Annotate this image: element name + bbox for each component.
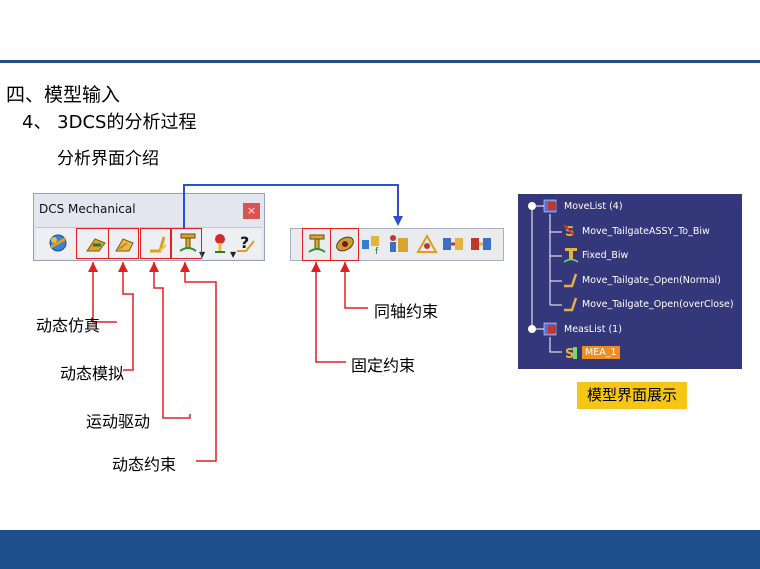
highlight-box bbox=[108, 228, 139, 259]
dynamic-constraint-icon[interactable] bbox=[176, 231, 200, 255]
highlight-box bbox=[140, 228, 171, 259]
callout-dynamic-constraint: 动态约束 bbox=[112, 455, 177, 474]
highlight-box bbox=[330, 228, 359, 261]
model-tree-panel: MoveList (4) S Move_TailgateASSY_To_Biw … bbox=[518, 194, 742, 369]
tree-item-label[interactable]: Move_TailgateASSY_To_Biw bbox=[582, 226, 710, 237]
callout-motion-drive: 运动驱动 bbox=[86, 412, 151, 431]
measurement-icon[interactable]: S bbox=[562, 344, 580, 362]
toolbar-icon-strip: ? ▼ ▼ bbox=[36, 227, 262, 259]
dropdown-arrow-icon[interactable]: ▼ bbox=[199, 250, 206, 259]
toolbar-title: DCS Mechanical bbox=[39, 202, 136, 216]
tree-item-label[interactable]: Move_Tailgate_Open(overClose) bbox=[582, 299, 734, 310]
constraint-toolbar: f bbox=[290, 228, 504, 261]
svg-text:f: f bbox=[375, 247, 379, 256]
tree-item-label[interactable]: MoveList (4) bbox=[564, 201, 623, 212]
bottom-band bbox=[0, 530, 760, 569]
dynamic-simulation-icon[interactable] bbox=[84, 231, 108, 255]
motion-drive-icon[interactable] bbox=[146, 231, 170, 255]
tree-item-label[interactable]: MeasList (1) bbox=[564, 324, 622, 335]
move-open-icon[interactable] bbox=[562, 271, 580, 289]
move-open-icon[interactable] bbox=[562, 295, 580, 313]
hinge-constraint-icon[interactable] bbox=[441, 232, 465, 256]
movelist-folder-icon[interactable] bbox=[542, 197, 560, 215]
joint-constraint-icon[interactable] bbox=[469, 232, 493, 256]
coaxial-constraint-icon[interactable] bbox=[333, 232, 357, 256]
slider-constraint-icon[interactable] bbox=[387, 232, 411, 256]
tree-item-selected[interactable]: MEA_1 bbox=[582, 346, 620, 359]
slide-subheading: 4、 3DCS的分析过程 bbox=[22, 112, 197, 133]
highlight-box bbox=[171, 228, 202, 259]
help-icon[interactable]: ? bbox=[234, 231, 258, 255]
tree-item-label[interactable]: Move_Tailgate_Open(Normal) bbox=[582, 275, 721, 286]
fixed-constraint-icon[interactable] bbox=[562, 246, 580, 264]
move-icon[interactable]: S bbox=[562, 222, 580, 240]
triangle-constraint-icon[interactable] bbox=[415, 232, 439, 256]
callout-fixed-constraint: 固定约束 bbox=[351, 356, 416, 375]
slide-section-title: 分析界面介绍 bbox=[57, 149, 159, 169]
dcs-mechanical-toolbar: DCS Mechanical × bbox=[33, 193, 265, 261]
measlist-folder-icon[interactable] bbox=[542, 320, 560, 338]
callout-dynamic-simulation: 动态仿真 bbox=[36, 316, 101, 335]
svg-text:S: S bbox=[565, 225, 574, 240]
mechanism-globe-icon[interactable] bbox=[46, 231, 70, 255]
fixed-constraint-icon[interactable] bbox=[305, 232, 329, 256]
toolbar-close-button[interactable]: × bbox=[243, 203, 260, 219]
svg-text:?: ? bbox=[240, 233, 249, 252]
callout-dynamic-modeling: 动态模拟 bbox=[60, 364, 125, 383]
slide-heading: 四、模型输入 bbox=[6, 84, 121, 106]
dropdown-arrow-icon[interactable]: ▼ bbox=[230, 250, 237, 259]
callout-coaxial-constraint: 同轴约束 bbox=[374, 302, 439, 321]
dynamic-modeling-icon[interactable] bbox=[113, 231, 137, 255]
top-divider bbox=[0, 60, 760, 63]
tree-item-label[interactable]: Fixed_Biw bbox=[582, 250, 629, 261]
tree-connectors bbox=[528, 202, 562, 353]
tree-caption-badge: 模型界面展示 bbox=[577, 382, 687, 409]
gear-constraint-icon[interactable]: f bbox=[359, 232, 383, 257]
svg-text:S: S bbox=[565, 347, 574, 362]
tool-settings-icon[interactable] bbox=[208, 231, 232, 255]
